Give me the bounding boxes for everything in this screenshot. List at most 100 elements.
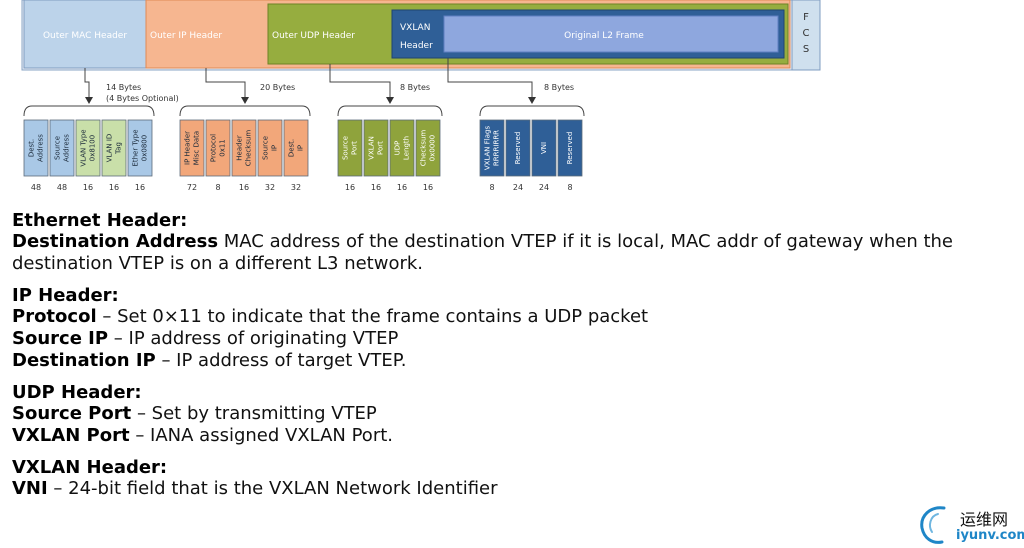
field-bits: 24 — [539, 183, 549, 192]
field-box — [75, 119, 101, 177]
connector-line — [447, 58, 533, 98]
fcs-letters: FCS — [803, 12, 810, 55]
fcs-letter: S — [803, 44, 809, 55]
ip-protocol-line: Protocol – Set 0×11 to indicate that the… — [12, 306, 1010, 328]
field-bits: 8 — [489, 183, 494, 192]
field-label: Address — [63, 134, 71, 162]
field-label: Source — [342, 136, 350, 160]
bytes-label: (4 Bytes Optional) — [106, 94, 179, 103]
field-bits: 48 — [57, 183, 67, 192]
field-box — [205, 119, 231, 177]
ip-dest-line: Destination IP – IP address of target VT… — [12, 350, 1010, 372]
field-bits: 8 — [215, 183, 220, 192]
field-label: Tag — [115, 142, 123, 155]
field-bits: 16 — [239, 183, 249, 192]
site-logo[interactable]: 运维网 iyunv.com — [916, 500, 1024, 548]
field-label: Ether Type — [132, 129, 140, 166]
field-label: Protocol — [210, 134, 218, 162]
field-label: Source — [54, 136, 62, 160]
ethernet-dest-desc: MAC address of the destination VTEP if i… — [218, 231, 953, 252]
udp-source-term: Source Port — [12, 403, 132, 424]
ip-protocol-desc: – Set 0×11 to indicate that the frame co… — [96, 306, 649, 327]
arrow-head — [386, 97, 394, 104]
group-bracket — [23, 105, 155, 117]
udp-vxlan-line: VXLAN Port – IANA assigned VXLAN Port. — [12, 425, 1010, 447]
udp-section: UDP Header: Source Port – Set by transmi… — [12, 382, 1010, 447]
group-bracket — [337, 105, 443, 117]
field-bits: 16 — [135, 183, 145, 192]
field-bits: 16 — [83, 183, 93, 192]
vxlan-vni-desc: – 24-bit field that is the VXLAN Network… — [47, 478, 498, 499]
udp-vxlan-desc: – IANA assigned VXLAN Port. — [129, 425, 393, 446]
arrow-head — [85, 97, 93, 104]
field-box — [363, 119, 389, 177]
field-label: VXLAN Flags — [484, 126, 492, 171]
field-label: UDP — [394, 141, 402, 156]
field-bits: 16 — [397, 183, 407, 192]
field-label: RRRRIRRR — [493, 130, 501, 166]
field-label: IP Header — [184, 131, 192, 165]
logo-swirl-icon — [920, 506, 946, 544]
field-label: 0x0800 — [141, 135, 149, 161]
field-label: Dest. — [288, 139, 296, 157]
field-label: Length — [403, 136, 411, 160]
udp-source-line: Source Port – Set by transmitting VTEP — [12, 403, 1010, 425]
field-label: Address — [37, 134, 45, 162]
arrow-head — [241, 97, 249, 104]
group-bracket — [479, 105, 585, 117]
header-descriptions: Ethernet Header: Destination Address MAC… — [0, 210, 1010, 510]
field-label: Reserved — [566, 132, 574, 165]
connector-line — [329, 64, 391, 98]
ip-dest-term: Destination IP — [12, 350, 156, 371]
ip-title: IP Header: — [12, 285, 119, 306]
outer-mac-label: Outer MAC Header — [43, 31, 127, 41]
vxlan-title: VXLAN Header: — [12, 457, 168, 478]
field-bits: 16 — [345, 183, 355, 192]
ip-source-term: Source IP — [12, 328, 109, 349]
field-label: 0x0000 — [429, 135, 437, 161]
field-label: IP — [271, 145, 279, 151]
field-box — [179, 119, 205, 177]
outer-ip-label: Outer IP Header — [150, 31, 222, 41]
field-bits: 16 — [423, 183, 433, 192]
field-bits: 32 — [291, 183, 301, 192]
field-label: IP — [297, 145, 305, 151]
field-label: VLAN ID — [106, 134, 114, 163]
field-box — [283, 119, 309, 177]
field-groups: 14 Bytes(4 Bytes Optional)Dest.Address48… — [23, 58, 585, 192]
ethernet-dest-line: Destination Address MAC address of the d… — [12, 231, 1010, 253]
logo-main-text: 运维网 — [960, 510, 1009, 529]
udp-source-desc: – Set by transmitting VTEP — [131, 403, 377, 424]
field-bits: 24 — [513, 183, 523, 192]
field-box — [231, 119, 257, 177]
field-box — [337, 119, 363, 177]
field-label: Checksum — [420, 130, 428, 167]
bytes-label: 20 Bytes — [260, 83, 295, 92]
field-label: 0x11 — [219, 139, 227, 157]
field-box — [415, 119, 441, 177]
vxlan-vni-term: VNI — [12, 478, 48, 499]
ip-source-desc: – IP address of originating VTEP — [108, 328, 399, 349]
outer-mac-box — [23, 0, 147, 69]
ip-source-line: Source IP – IP address of originating VT… — [12, 328, 1010, 350]
fcs-letter: C — [803, 28, 810, 39]
ethernet-section: Ethernet Header: Destination Address MAC… — [12, 210, 1010, 275]
field-bits: 48 — [31, 183, 41, 192]
fcs-box — [791, 0, 821, 71]
bytes-label: 8 Bytes — [400, 83, 430, 92]
udp-vxlan-term: VXLAN Port — [12, 425, 130, 446]
field-label: Dest. — [28, 139, 36, 157]
vxlan-frame-diagram: Outer MAC Header Outer IP Header Outer U… — [0, 0, 1024, 200]
arrow-head — [528, 97, 536, 104]
original-frame-box — [443, 15, 779, 53]
logo-sub-text: iyunv.com — [956, 528, 1024, 543]
field-box — [479, 119, 505, 177]
field-box — [127, 119, 153, 177]
field-box — [257, 119, 283, 177]
ethernet-dest-line-2: destination VTEP is on a different L3 ne… — [12, 253, 424, 274]
vxlan-label-2: Header — [400, 41, 433, 51]
vxlan-vni-line: VNI – 24-bit field that is the VXLAN Net… — [12, 478, 1010, 500]
ethernet-dest-term: Destination Address — [12, 231, 219, 252]
field-label: VLAN Type — [80, 129, 88, 166]
original-frame-label: Original L2 Frame — [564, 31, 644, 41]
